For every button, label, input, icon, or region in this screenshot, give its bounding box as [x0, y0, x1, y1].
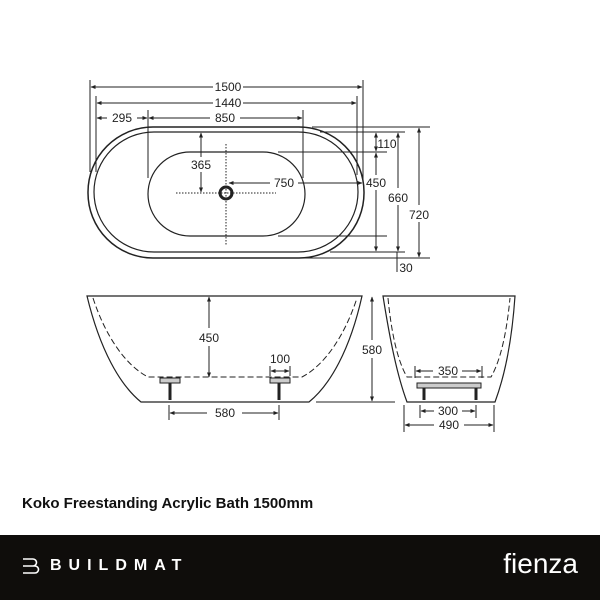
side-view	[86, 295, 363, 420]
dim-720: 720	[409, 208, 429, 222]
dim-750: 750	[274, 176, 294, 190]
dim-580-side: 580	[215, 406, 235, 420]
dim-450-side: 450	[199, 331, 219, 345]
dim-1440: 1440	[215, 96, 242, 110]
footer-bar: BUILDMAT fienza	[0, 535, 600, 600]
bath-technical-drawing: 1500 1440 295 850 365 750 110 450 660 72…	[86, 80, 516, 432]
plan-view	[87, 80, 430, 272]
product-title: Koko Freestanding Acrylic Bath 1500mm	[22, 495, 314, 512]
dim-450-plan: 450	[366, 176, 386, 190]
buildmat-b-icon	[23, 558, 40, 574]
end-view	[316, 295, 516, 432]
dim-580-end: 580	[362, 343, 382, 357]
dim-300: 300	[438, 404, 458, 418]
fienza-logo: fienza	[503, 548, 578, 579]
dim-365: 365	[191, 158, 211, 172]
dim-100: 100	[270, 352, 290, 366]
buildmat-logo: BUILDMAT	[22, 557, 188, 575]
dim-490: 490	[439, 418, 459, 432]
dim-850: 850	[215, 111, 235, 125]
dim-110: 110	[377, 137, 396, 151]
dim-295: 295	[112, 111, 132, 125]
buildmat-wordmark: BUILDMAT	[50, 557, 189, 574]
dim-660: 660	[388, 191, 408, 205]
dim-1500: 1500	[215, 80, 242, 94]
dim-350: 350	[438, 364, 458, 378]
dim-30: 30	[399, 261, 413, 275]
